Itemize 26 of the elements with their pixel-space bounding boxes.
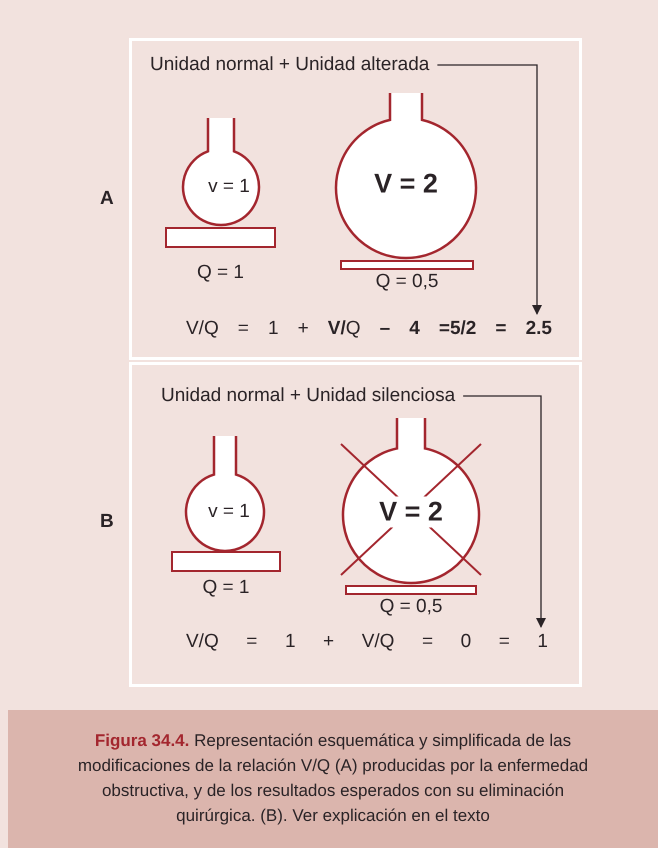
panel-letter: B: [100, 511, 114, 533]
panel-heading: Unidad normal + Unidad alterada: [150, 52, 430, 78]
volume-label: v = 1: [208, 501, 250, 523]
alveolus-flask: [334, 93, 478, 260]
arrow: [437, 64, 542, 315]
perfusion-label: Q = 0,5: [380, 596, 442, 618]
alveolus-flask: [184, 436, 266, 553]
panel-frame: [129, 38, 582, 360]
perfusion-bar: [165, 227, 276, 248]
perfusion-bar: [345, 585, 477, 595]
perfusion-label: Q = 1: [202, 577, 250, 599]
figure-caption: Figura 34.4. Representación esquemática y simplificada de las modificaciones de la relación V/Q (A) producidas por la enfermedad obstructiva, y de los resultados esperados con su eliminación quirúrgica. (B). Ver explicación en el texto: [76, 730, 590, 827]
panel-heading: Unidad normal + Unidad silenciosa: [161, 383, 456, 409]
perfusion-bar: [171, 551, 281, 572]
panel-letter: A: [100, 188, 114, 210]
perfusion-bar: [340, 260, 474, 270]
alveolus-flask: [181, 118, 261, 227]
alveolus-flask: [341, 418, 481, 585]
panel-frame: [129, 362, 582, 687]
ratio-equation: V/Q = 1 + V/Q – 4 =5/2 = 2.5: [186, 316, 552, 342]
volume-label: v = 1: [208, 176, 250, 198]
arrow: [463, 395, 546, 628]
perfusion-label: Q = 1: [197, 262, 244, 284]
volume-label: V = 2: [374, 168, 438, 200]
perfusion-label: Q = 0,5: [376, 271, 438, 293]
ratio-equation: V/Q = 1 + V/Q = 0 = 1: [186, 629, 548, 655]
